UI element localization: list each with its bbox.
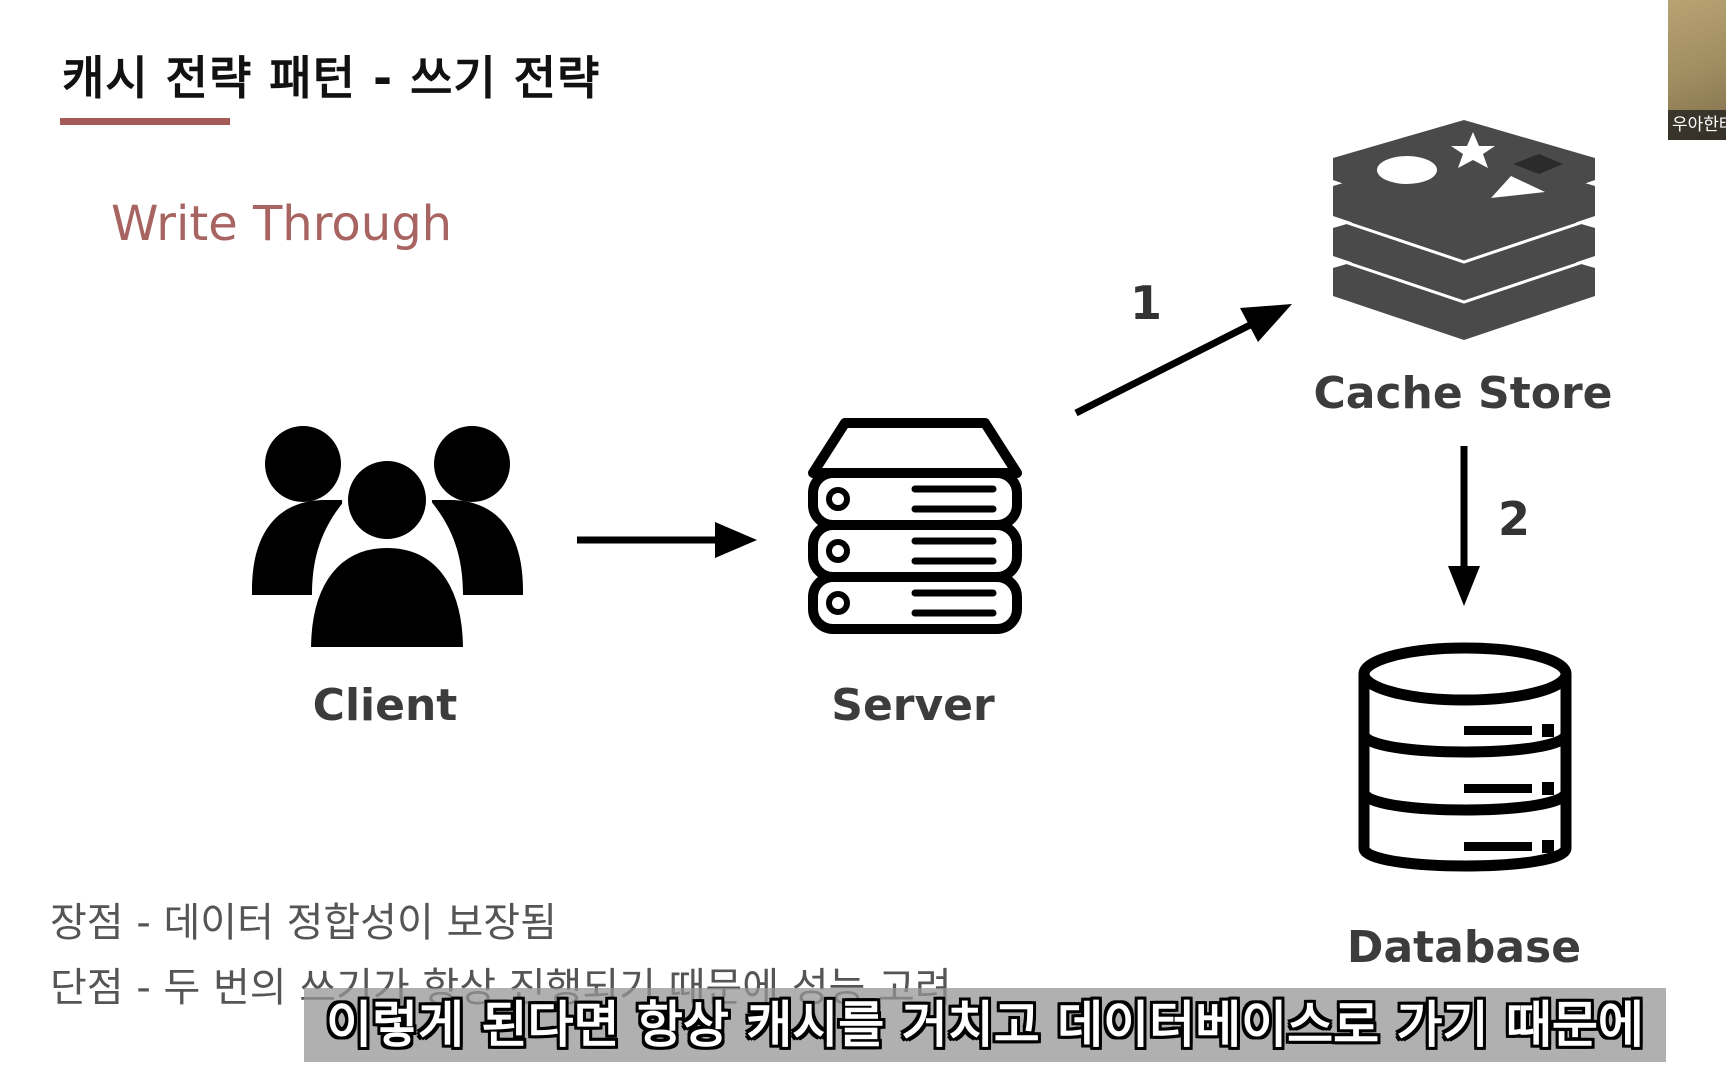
caption-bar xyxy=(304,988,1666,1062)
arrow-server-to-cache xyxy=(1074,304,1292,417)
title-underline xyxy=(60,118,230,125)
users-icon xyxy=(252,426,523,653)
slide-title: 캐시 전략 패턴 - 쓰기 전략 xyxy=(62,51,601,105)
step-1-label: 1 xyxy=(1130,276,1163,330)
arrow-cache-to-database xyxy=(1448,446,1480,606)
webcam-thumbnail: 우아한테 xyxy=(1668,0,1726,140)
client-label: Client xyxy=(312,680,458,731)
database-icon xyxy=(1358,642,1572,872)
server-label: Server xyxy=(831,680,995,731)
redis-icon xyxy=(1332,120,1596,340)
server-icon xyxy=(808,418,1022,634)
webcam-label: 우아한테 xyxy=(1668,110,1726,140)
step-2-label: 2 xyxy=(1498,492,1531,546)
pros-note: 장점 - 데이터 정합성이 보장됨 xyxy=(50,900,557,946)
slide-subtitle: Write Through xyxy=(111,196,453,252)
database-label: Database xyxy=(1346,922,1582,973)
cache-store-label: Cache Store xyxy=(1313,368,1613,419)
caption-text: 이렇게 된다면 항상 캐시를 거치고 데이터베이스로 가기 때문에 xyxy=(326,996,1644,1054)
arrow-client-to-server xyxy=(577,522,757,558)
